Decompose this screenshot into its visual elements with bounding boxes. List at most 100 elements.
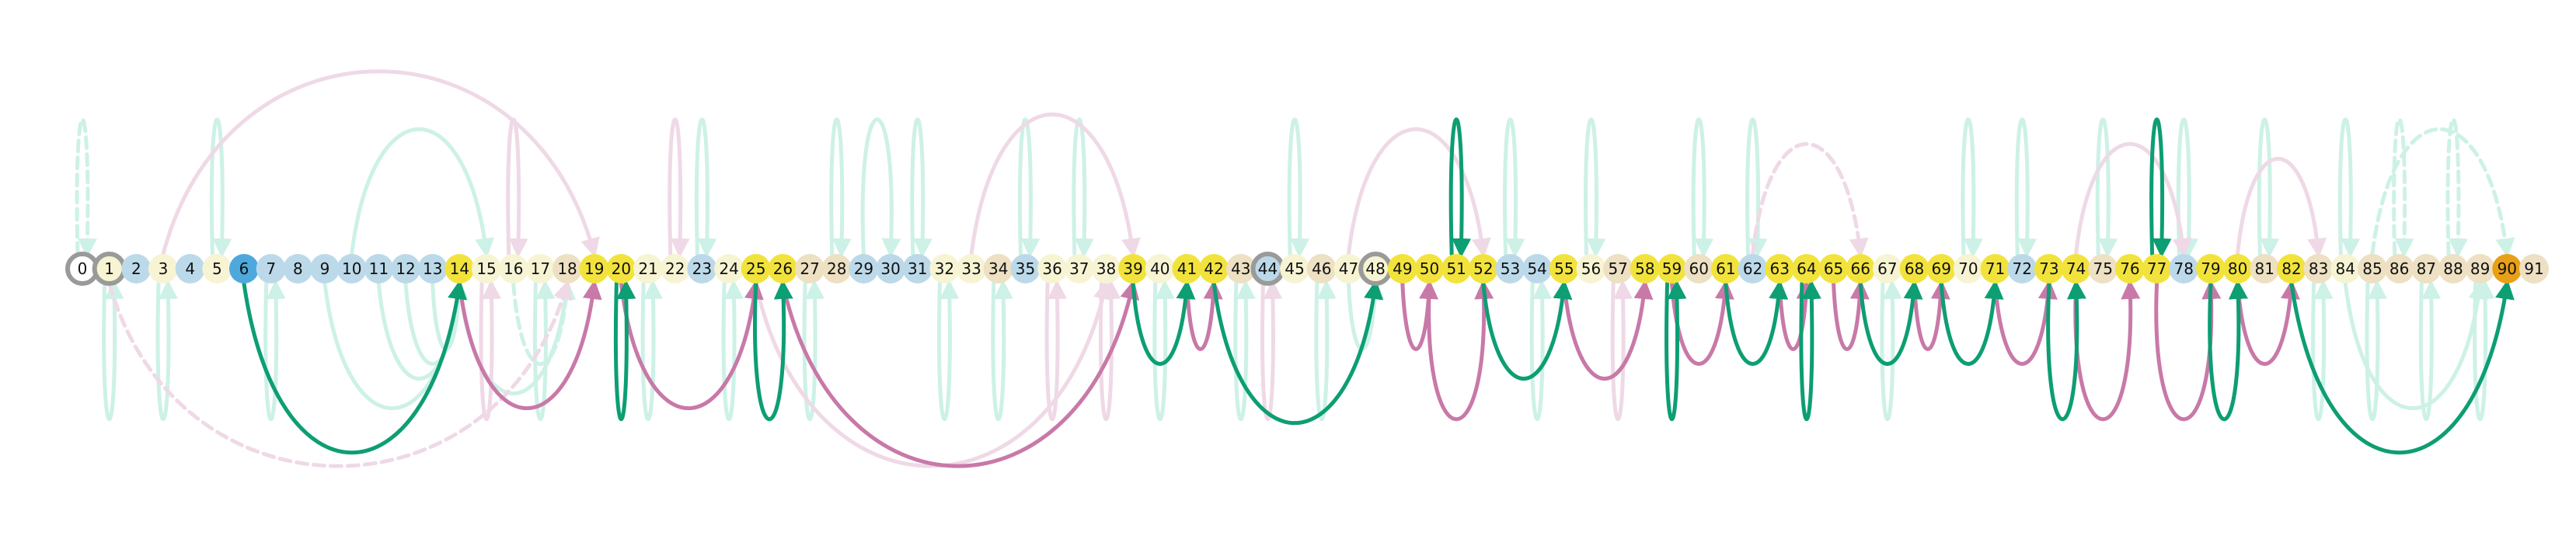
node-label-26: 26 [773,259,793,278]
node-label-44: 44 [1258,259,1278,278]
node-label-78: 78 [2174,259,2194,278]
node-circle-89 [2465,254,2495,283]
node-label-89: 89 [2470,259,2490,278]
faint-backward-edge-44-44 [1260,280,1283,421]
faint-forward-edge-28-28 [829,117,852,258]
node-circle-83 [2303,254,2334,283]
node-52: 52 [1468,254,1498,283]
faint-backward-edge-36-36 [1044,280,1068,421]
node-circle-41 [1172,254,1202,283]
node-78: 78 [2169,254,2199,283]
node-83: 83 [2303,254,2334,283]
node-label-80: 80 [2228,259,2247,278]
node-74: 74 [2061,254,2091,283]
node-88: 88 [2438,254,2468,283]
node-label-40: 40 [1150,259,1169,278]
node-73: 73 [2034,254,2064,283]
node-68: 68 [1899,254,1929,283]
node-circle-5 [202,254,232,283]
node-26: 26 [768,254,798,283]
node-label-52: 52 [1473,259,1493,278]
node-circle-22 [660,254,690,283]
faint-backward-edge-62-66 [1751,141,1869,258]
highlight-backward-edge-80-82 [2236,280,2300,366]
node-57: 57 [1603,254,1633,283]
node-circle-7 [256,254,286,283]
node-label-13: 13 [423,259,442,278]
node-85: 85 [2357,254,2387,283]
node-label-32: 32 [935,259,954,278]
node-label-41: 41 [1177,259,1197,278]
node-label-20: 20 [612,259,631,278]
highlight-forward-edge-64-64 [1799,280,1821,421]
node-label-45: 45 [1285,259,1304,278]
node-81: 81 [2250,254,2280,283]
node-66: 66 [1846,254,1876,283]
faint-forward-edge-31-31 [910,117,932,258]
node-circle-10 [336,254,367,283]
faint-backward-edge-22-22 [668,117,690,258]
node-4: 4 [175,254,205,283]
node-label-69: 69 [1932,259,1951,278]
node-7: 7 [256,254,286,283]
node-circle-40 [1145,254,1175,283]
node-80: 80 [2222,254,2253,283]
faint-forward-edge-46-46 [1314,280,1337,421]
node-circle-14 [444,254,475,283]
node-23: 23 [687,254,717,283]
node-label-88: 88 [2443,259,2463,278]
node-label-34: 34 [988,259,1008,278]
node-label-76: 76 [2120,259,2139,278]
faint-forward-edge-35-35 [1018,117,1041,258]
node-label-85: 85 [2362,259,2382,278]
faint-forward-edge-3-3 [155,280,179,421]
node-circle-17 [525,254,556,283]
node-71: 71 [1980,254,2010,283]
node-label-6: 6 [239,259,249,278]
node-circle-19 [579,254,609,283]
node-36: 36 [1037,254,1068,283]
faint-forward-edge-72-72 [2014,117,2037,258]
node-11: 11 [364,254,394,283]
node-21: 21 [633,254,664,283]
node-label-7: 7 [266,259,276,278]
node-circle-64 [1791,254,1821,283]
node-42: 42 [1199,254,1229,283]
node-circle-12 [391,254,421,283]
node-label-17: 17 [531,259,550,278]
faint-forward-edge-78-78 [2176,117,2199,258]
node-29: 29 [849,254,879,283]
highlight-backward-edge-59-61 [1670,280,1734,366]
node-label-29: 29 [854,259,873,278]
node-84: 84 [2330,254,2361,283]
node-circle-90 [2492,254,2522,283]
node-46: 46 [1306,254,1337,283]
node-37: 37 [1064,254,1094,283]
node-circle-23 [687,254,717,283]
node-circle-47 [1333,254,1364,283]
faint-forward-edge-1-1 [102,280,124,421]
highlight-forward-edge-69-71 [1939,280,2004,366]
highlight-backward-edge-41-42 [1184,280,1223,352]
node-label-67: 67 [1877,259,1897,278]
node-91: 91 [2518,254,2549,283]
faint-forward-edge-32-32 [936,280,960,421]
faint-forward-edge-75-75 [2095,117,2118,258]
node-10: 10 [336,254,367,283]
node-label-35: 35 [1016,259,1035,278]
faint-forward-edge-85-90 [2370,127,2515,258]
faint-forward-edge-7-7 [263,280,286,421]
node-16: 16 [498,254,528,283]
node-label-74: 74 [2066,259,2086,278]
highlight-backward-edge-55-58 [1562,280,1654,381]
node-label-60: 60 [1689,259,1708,278]
node-label-56: 56 [1581,259,1601,278]
node-circle-39 [1118,254,1149,283]
node-39: 39 [1118,254,1149,283]
node-circle-2 [121,254,152,283]
faint-forward-edge-43-43 [1233,280,1256,421]
node-circle-37 [1064,254,1094,283]
node-77: 77 [2142,254,2172,283]
node-label-77: 77 [2147,259,2166,278]
node-circle-74 [2061,254,2091,283]
